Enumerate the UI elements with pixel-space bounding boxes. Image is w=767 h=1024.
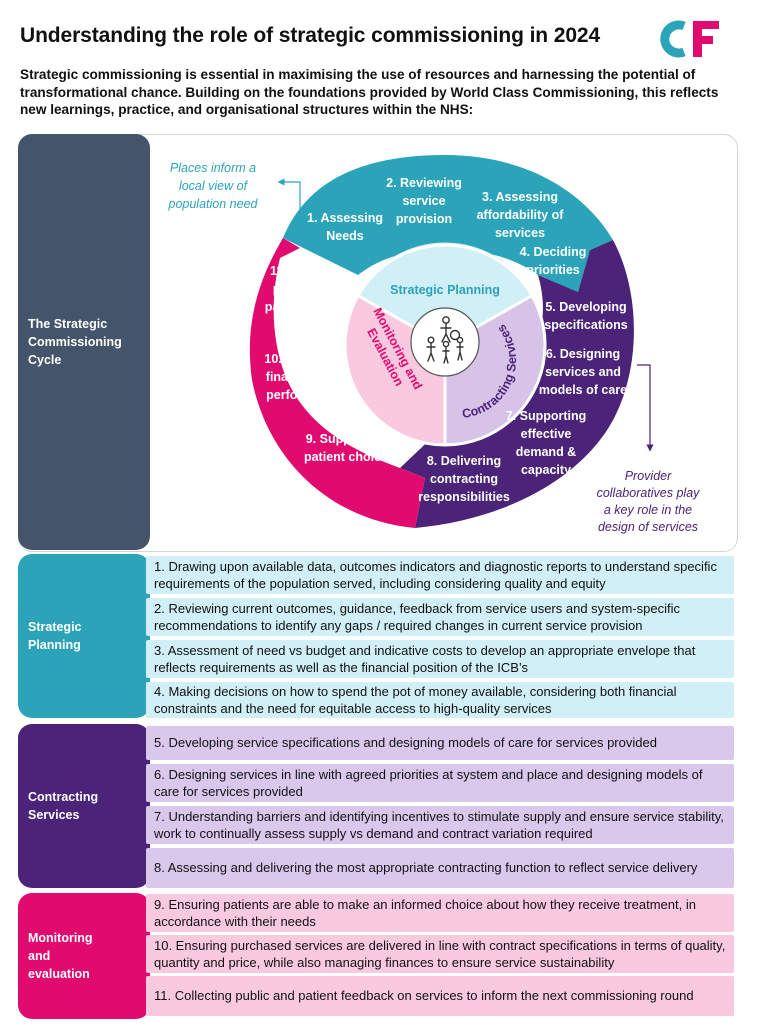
intro-text: Strategic commissioning is essential in … <box>20 67 719 117</box>
me-row-2: 10. Ensuring purchased services are deli… <box>146 935 734 973</box>
ring-segment-strategic-planning <box>283 155 613 292</box>
page-title: Understanding the role of strategic comm… <box>20 24 601 47</box>
cs-row-3: 7. Understanding barriers and identifyin… <box>146 806 734 844</box>
places-arrow <box>277 178 301 238</box>
outer-ring <box>249 155 634 528</box>
cs-row-1: 5. Developing service specifications and… <box>146 726 734 760</box>
cs-row-2: 6. Designing services in line with agree… <box>146 764 734 802</box>
sp-row-1: 1. Drawing upon available data, outcomes… <box>146 556 734 594</box>
people-family-icon <box>410 307 480 377</box>
cf-logo <box>660 20 719 58</box>
sp-row-4: 4. Making decisions on how to spend the … <box>146 682 734 718</box>
me-row-3: 11. Collecting public and patient feedba… <box>146 976 734 1016</box>
inner-label-strategic-planning: Strategic Planning <box>390 283 500 297</box>
sp-row-2: 2. Reviewing current outcomes, guidance,… <box>146 598 734 636</box>
ring-segment-contracting-services <box>400 240 634 528</box>
ring-segment-monitoring-evaluation <box>249 238 425 528</box>
me-row-1: 9. Ensuring patients are able to make an… <box>146 894 734 932</box>
commissioning-cycle-diagram: Strategic Planning Contracting Services … <box>168 155 701 534</box>
cs-row-4: 8. Assessing and delivering the most app… <box>146 848 734 888</box>
sp-row-3: 3. Assessment of need vs budget and indi… <box>146 640 734 678</box>
providers-arrow <box>637 364 654 452</box>
